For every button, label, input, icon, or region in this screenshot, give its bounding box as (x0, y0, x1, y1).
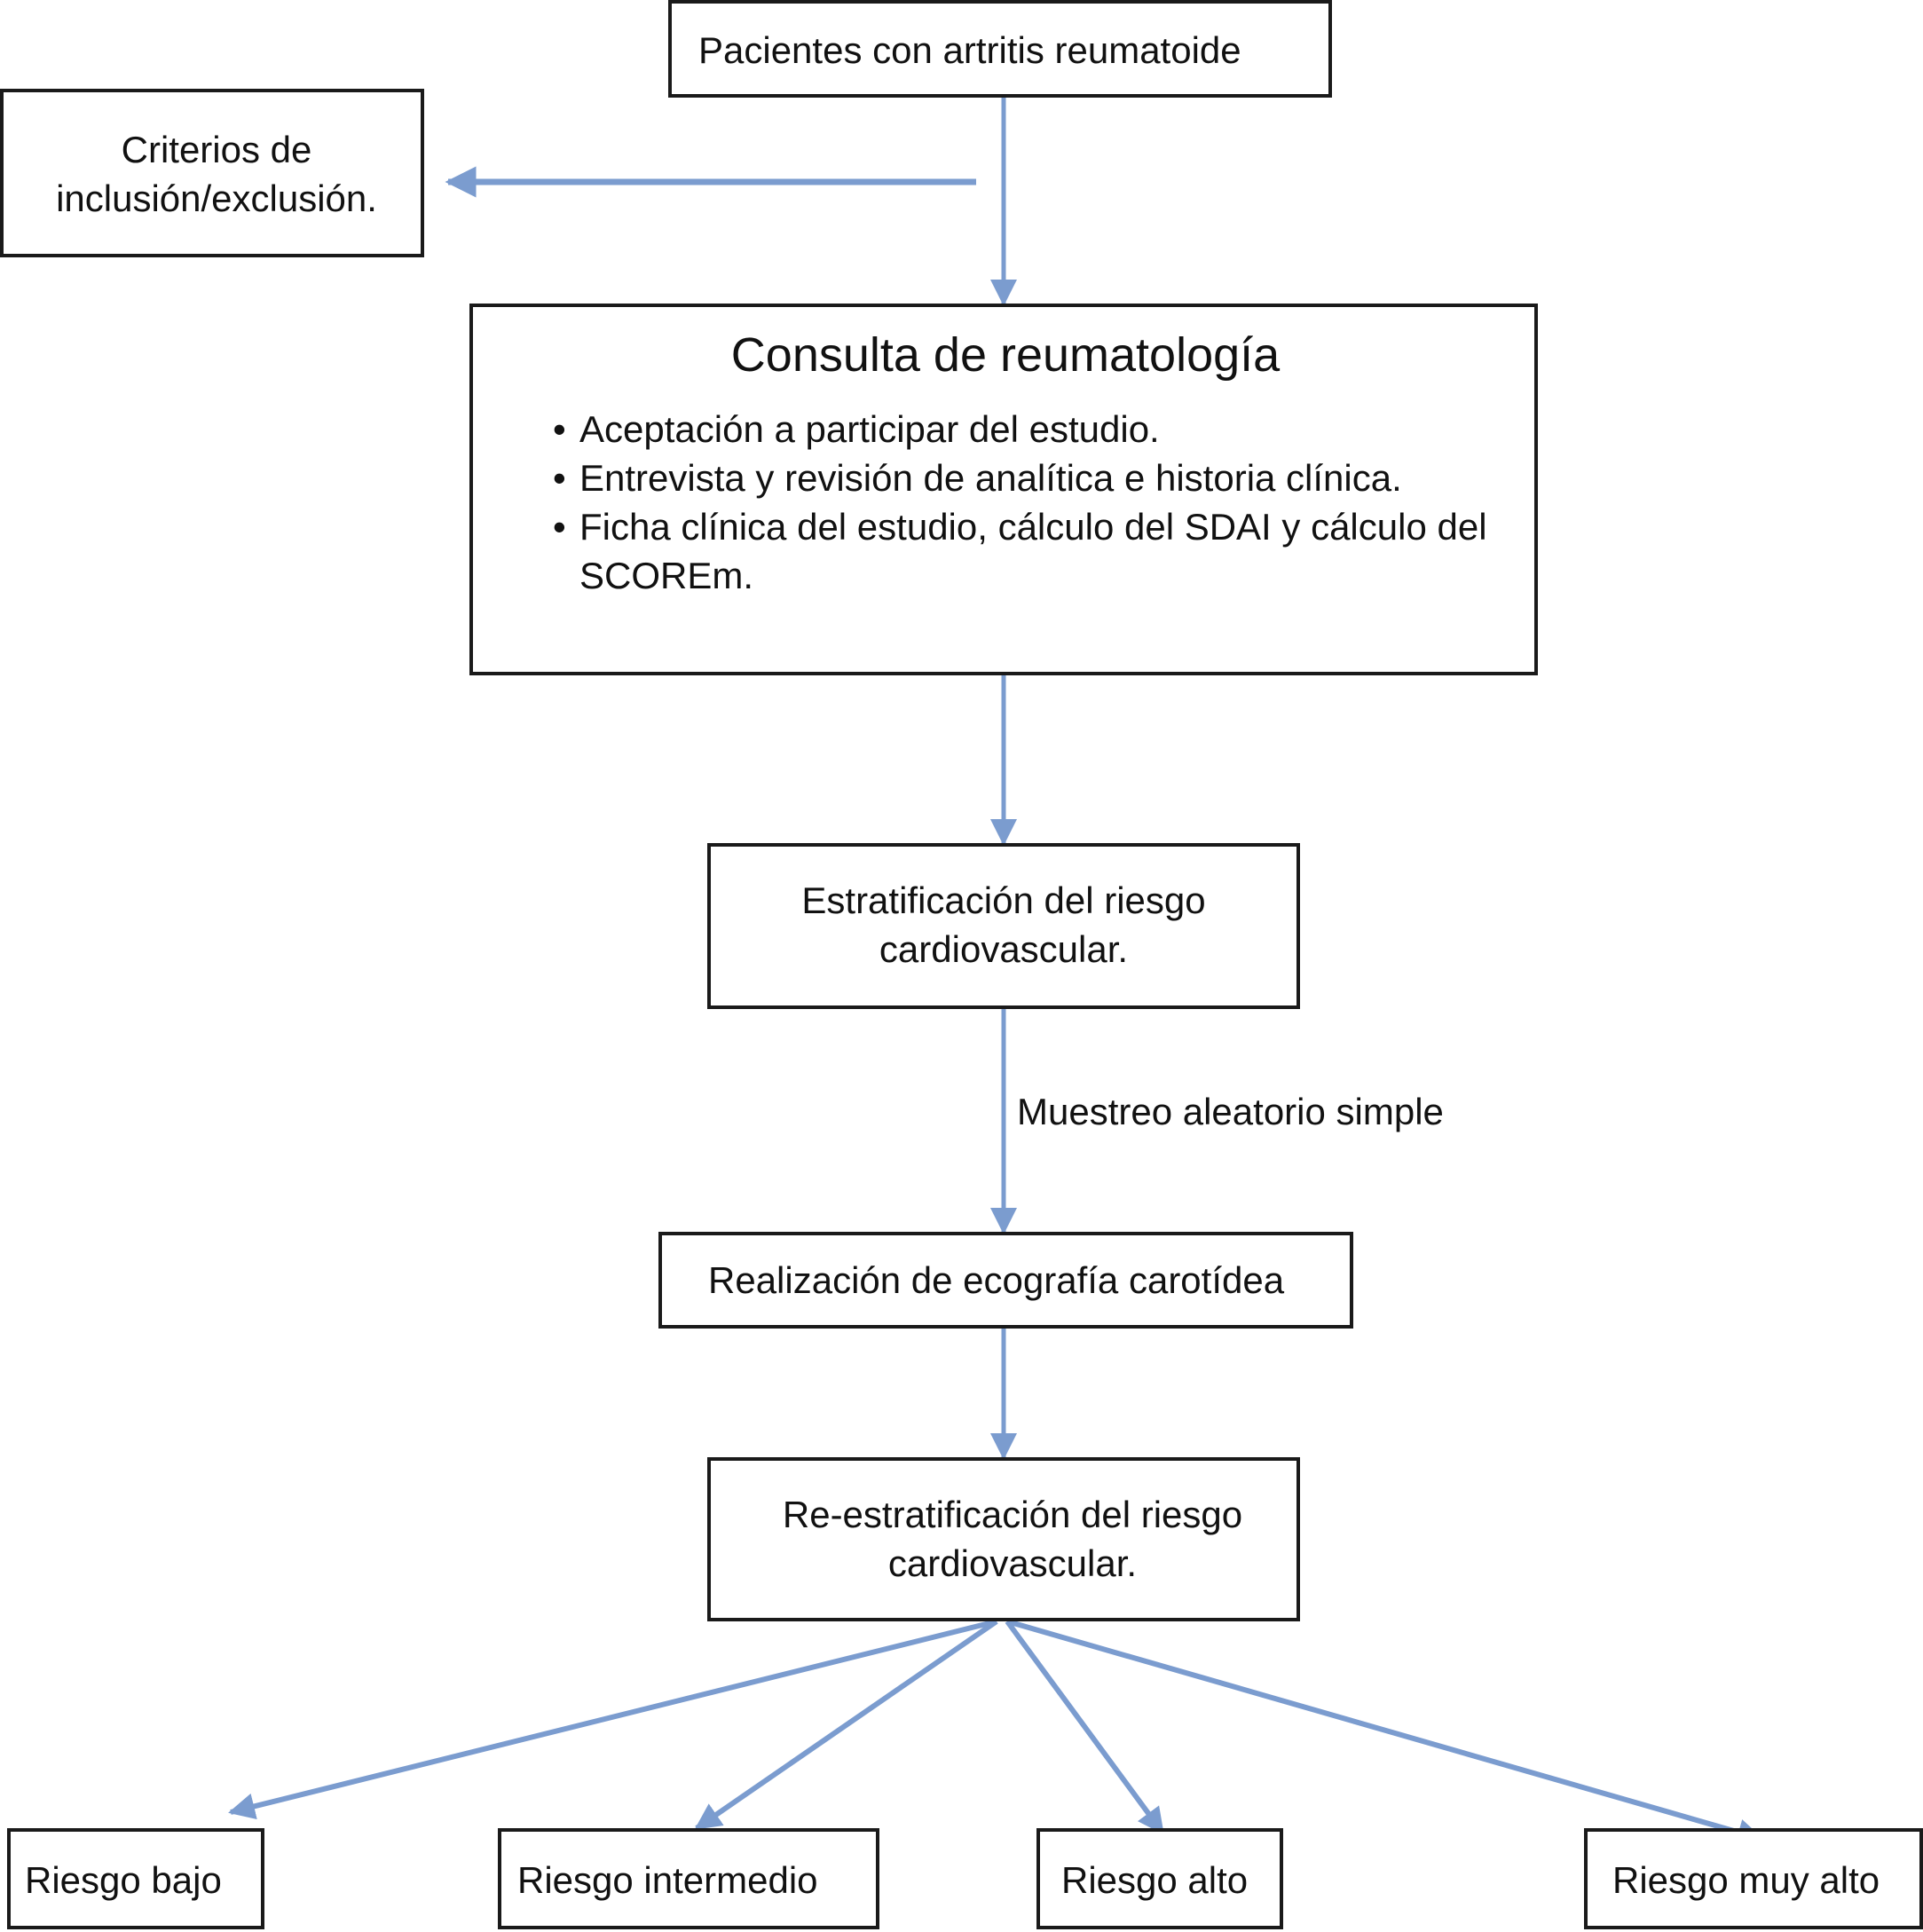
consulta-bullet: Ficha clínica del estudio, cálculo del S… (553, 502, 1520, 600)
ecografia-label: Realización de ecografía carotídea (708, 1259, 1285, 1301)
consulta-box: Consulta de reumatología Aceptación a pa… (469, 304, 1538, 675)
start-box: Pacientes con artritis reumatoide (668, 0, 1332, 98)
start-label: Pacientes con artritis reumatoide (698, 29, 1241, 71)
riesgo-bajo-box: Riesgo bajo (7, 1828, 264, 1929)
consulta-bullet: Entrevista y revisión de analítica e his… (553, 453, 1520, 502)
riesgo-intermedio-box: Riesgo intermedio (498, 1828, 879, 1929)
riesgo-intermedio-label: Riesgo intermedio (517, 1859, 818, 1901)
reestratificacion-box: Re-estratificación del riesgo cardiovasc… (707, 1457, 1300, 1621)
consulta-bullet: Aceptación a participar del estudio. (553, 405, 1520, 453)
estratificacion-box: Estratificación del riesgo cardiovascula… (707, 843, 1300, 1009)
arrow-to-riesgo-bajo (228, 1619, 997, 1820)
riesgo-alto-label: Riesgo alto (1061, 1859, 1249, 1901)
consulta-title: Consulta de reumatología (730, 328, 1281, 382)
muestreo-label: Muestreo aleatorio simple (1017, 1091, 1444, 1132)
riesgo-muy-alto-label: Riesgo muy alto (1612, 1859, 1880, 1901)
arrow-to-riesgo-alto (1005, 1620, 1165, 1835)
consulta-bullet-list: Aceptación a participar del estudio. Ent… (553, 405, 1520, 600)
criteria-label: Criterios de inclusión/exclusión. (56, 129, 377, 219)
reestratificacion-label: Re-estratificación del riesgo cardiovasc… (782, 1494, 1243, 1584)
riesgo-bajo-label: Riesgo bajo (25, 1859, 222, 1901)
arrow-to-riesgo-intermedio (694, 1619, 998, 1831)
riesgo-alto-box: Riesgo alto (1036, 1828, 1283, 1929)
riesgo-muy-alto-box: Riesgo muy alto (1584, 1828, 1923, 1929)
ecografia-box: Realización de ecografía carotídea (658, 1232, 1353, 1329)
arrow-to-riesgo-muy-alto (1006, 1619, 1764, 1845)
criteria-box: Criterios de inclusión/exclusión. (0, 89, 424, 257)
estratificacion-label: Estratificación del riesgo cardiovascula… (801, 879, 1206, 970)
